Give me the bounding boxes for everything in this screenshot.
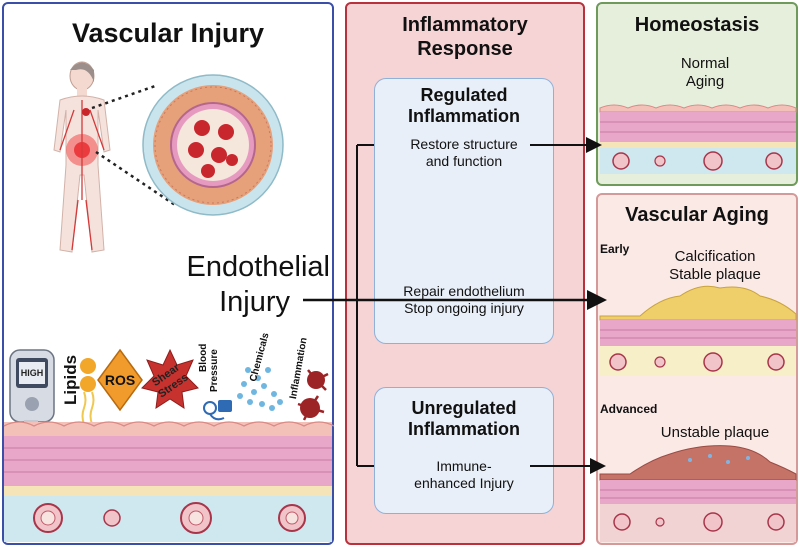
unregulated-inflammation-title: Unregulated Inflammation xyxy=(374,398,554,440)
stable-plaque-vessel-icon xyxy=(599,285,797,376)
inflammatory-response-title: Inflammatory Response xyxy=(345,14,585,61)
vessel-cross-section-icon xyxy=(142,74,284,216)
endothelial-injury-line-1: Endothelial xyxy=(186,251,331,283)
repair-line-2: Stop ongoing injury xyxy=(404,299,524,316)
normal-aging-line-1: Normal xyxy=(680,55,730,72)
immune-cell-icon xyxy=(297,369,329,421)
zoom-line-top xyxy=(91,83,159,110)
calcification-line: Calcification xyxy=(674,248,756,265)
restore-line-2: and function xyxy=(425,152,503,169)
human-figure-icon xyxy=(53,61,111,253)
regulated-title-2: Inflammation xyxy=(407,106,520,127)
early-label: Early xyxy=(600,242,630,256)
inflammatory-response-title-1: Inflammatory xyxy=(402,14,528,36)
regulated-title-1: Regulated xyxy=(420,85,508,105)
unregulated-title-1: Unregulated xyxy=(411,398,517,418)
immune-line-2: enhanced Injury xyxy=(414,474,514,491)
lipids-icon xyxy=(80,358,96,425)
shear-stress-star-icon xyxy=(141,348,199,409)
inflammatory-response-title-2: Response xyxy=(417,37,513,60)
vascular-injury-title: Vascular Injury xyxy=(71,18,265,48)
immune-line-1: Immune- xyxy=(436,458,492,474)
endothelial-injury-label: Endothelial Injury xyxy=(150,250,331,321)
immune-enhanced-text: Immune- enhanced Injury xyxy=(374,458,554,491)
advanced-label: Advanced xyxy=(600,402,658,416)
unstable-plaque-vessel-icon xyxy=(599,445,797,542)
glucometer-reading: HIGH xyxy=(20,368,44,378)
repair-endothelium-text: Repair endothelium Stop ongoing injury xyxy=(374,283,554,316)
chemicals-dots-icon xyxy=(237,367,283,411)
normal-aging-line-2: Aging xyxy=(685,72,725,90)
repair-line-1: Repair endothelium xyxy=(403,283,525,299)
stable-plaque-line: Stable plaque xyxy=(669,265,761,283)
zoom-line-bottom xyxy=(95,150,176,207)
regulated-inflammation-title: Regulated Inflammation xyxy=(374,85,554,127)
unregulated-inflammation-box xyxy=(374,387,554,514)
endothelial-injury-line-2: Injury xyxy=(219,286,290,319)
ros-diamond-icon xyxy=(97,348,143,412)
homeostasis-title: Homeostasis xyxy=(634,14,760,36)
blood-pressure-cuff-icon xyxy=(203,400,232,421)
normal-aging-text: Normal Aging xyxy=(655,55,755,90)
early-description: Calcification Stable plaque xyxy=(640,248,790,283)
ros-label: ROS xyxy=(104,372,136,388)
healthy-vessel-icon xyxy=(599,104,797,174)
restore-structure-text: Restore structure and function xyxy=(374,136,554,169)
unregulated-title-2: Inflammation xyxy=(407,419,520,440)
unstable-plaque-text: Unstable plaque xyxy=(660,424,770,441)
restore-line-1: Restore structure xyxy=(410,136,518,152)
vascular-aging-title: Vascular Aging xyxy=(625,204,769,226)
vessel-wall-left-icon xyxy=(3,421,335,542)
flow-connectors xyxy=(303,137,607,474)
